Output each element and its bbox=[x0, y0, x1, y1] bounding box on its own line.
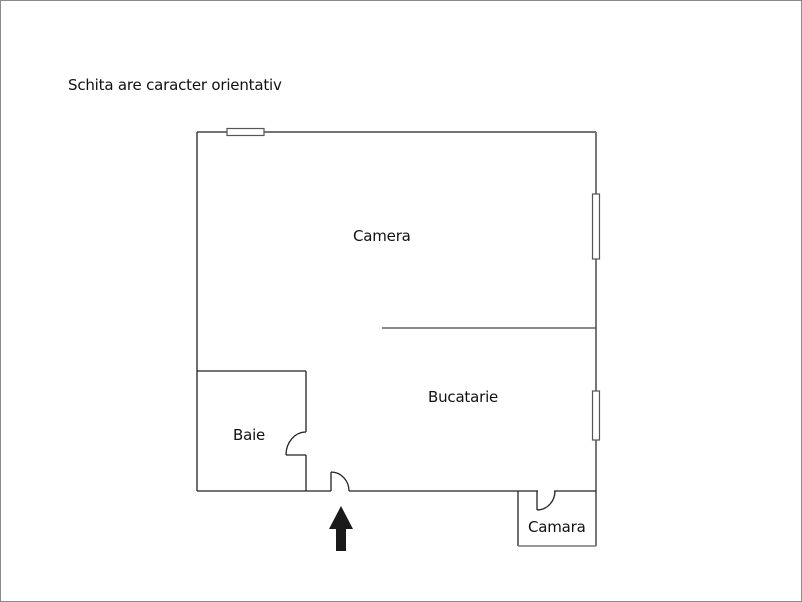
outer-walls bbox=[196, 131, 597, 546]
room-label-camera: Camera bbox=[353, 227, 411, 245]
room-label-bucatarie: Bucatarie bbox=[428, 388, 499, 406]
room-label-camara: Camara bbox=[528, 518, 586, 536]
window-right-camera bbox=[591, 193, 601, 260]
pantry-door-swing bbox=[536, 490, 556, 511]
window-top bbox=[226, 127, 265, 137]
pantry-walls bbox=[517, 489, 596, 547]
window-right-bucatarie bbox=[591, 390, 601, 441]
bathroom-door-swing bbox=[285, 431, 307, 456]
disclaimer-note: Schita are caracter orientativ bbox=[68, 76, 282, 94]
bathroom-walls bbox=[197, 370, 307, 491]
arrow-up-icon bbox=[329, 506, 353, 551]
room-label-baie: Baie bbox=[233, 426, 266, 444]
entrance-door bbox=[330, 471, 350, 492]
